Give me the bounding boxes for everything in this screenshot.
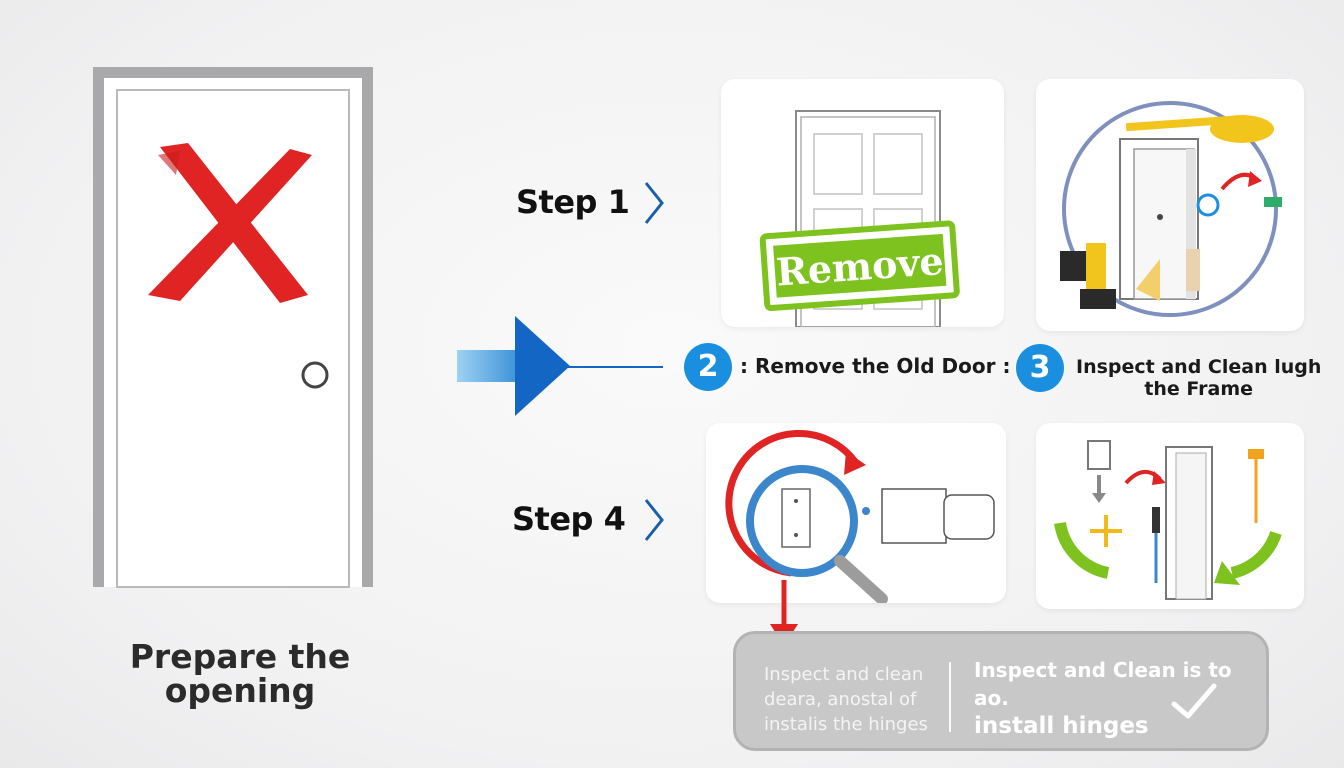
checkmark-icon (1171, 683, 1217, 719)
magnifier-hinge-illustration (725, 430, 995, 603)
step-2-caption: : Remove the Old Door : (740, 354, 1011, 378)
install-hinges-card (1036, 423, 1304, 609)
prepare-opening-caption: Prepare the opening (129, 637, 351, 710)
hinge-inspection-card (706, 423, 1006, 603)
step-3-badge: 3 (1016, 344, 1064, 392)
cross-mark-icon (148, 143, 312, 303)
door-knob (301, 361, 329, 389)
step-1-label: Step 1 (516, 183, 630, 221)
door-illustration (93, 67, 373, 588)
install-hinges-illustration (1054, 440, 1282, 600)
banner-right-text: Inspect and Clean is to ao. install hing… (974, 658, 1232, 739)
inspect-frame-card (1036, 79, 1304, 331)
chevron-right-icon (644, 499, 664, 541)
summary-banner: Inspect and clean deara, anostal of inst… (733, 631, 1269, 751)
frame-inspection-illustration (1060, 101, 1282, 317)
arrow-right-icon (457, 316, 663, 416)
remove-door-card: Remove (721, 79, 1004, 327)
banner-divider (949, 662, 951, 732)
step-4-label: Step 4 (512, 500, 626, 538)
door-outline-illustration: Remove (759, 110, 960, 327)
step-3-caption: Inspect and Clean lugh the Frame (1076, 356, 1322, 400)
chevron-right-icon (644, 182, 664, 224)
banner-left-text: Inspect and clean deara, anostal of inst… (764, 664, 928, 735)
step-2-badge: 2 (684, 343, 732, 391)
